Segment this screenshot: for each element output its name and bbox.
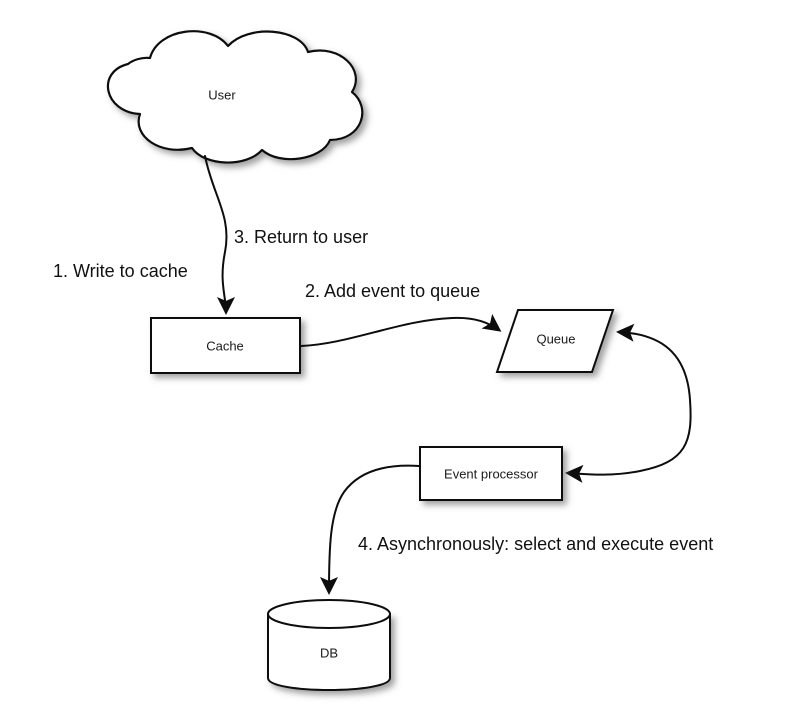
node-event-processor[interactable]: Event processor [419,446,563,501]
edge-queue-event-processor-loop [565,323,692,483]
node-label-event-processor: Event processor [444,466,539,481]
node-label-cache: Cache [206,338,244,353]
node-label-user: User [208,87,236,102]
step-label-2: 2. Add event to queue [305,281,480,301]
edge-event-processor-to-db [320,464,420,595]
node-queue[interactable]: Queue [495,309,615,373]
node-cache[interactable]: Cache [150,317,301,374]
node-db[interactable]: DB [267,599,391,691]
node-user[interactable]: User [106,30,364,164]
node-label-db: DB [320,645,338,660]
step-label-4: 4. Asynchronously: select and execute ev… [358,534,713,554]
edge-cache-to-queue [300,313,502,347]
step-label-3: 3. Return to user [234,227,368,247]
step-label-1: 1. Write to cache [53,261,188,281]
node-label-queue: Queue [536,331,575,346]
edge-user-to-cache [204,155,235,315]
